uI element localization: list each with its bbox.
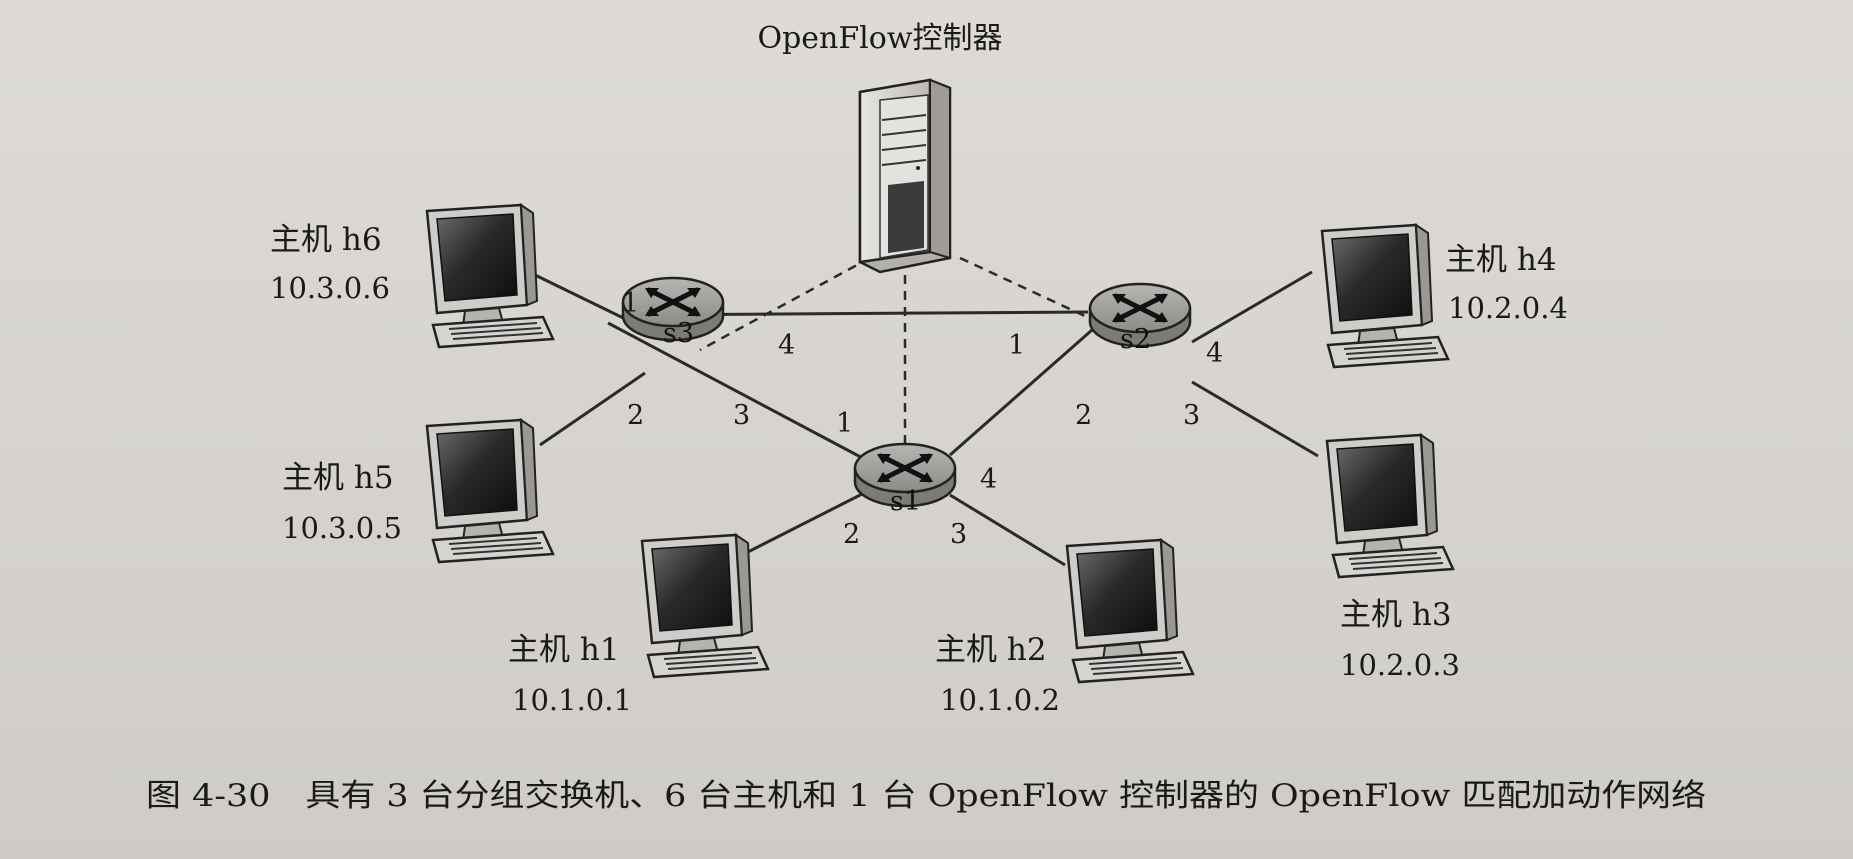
host-h2-ip: 10.1.0.2 xyxy=(940,683,1060,717)
s1-port-4: 4 xyxy=(980,464,997,495)
s3-port-1: 1 xyxy=(622,288,639,319)
s1-port-1: 1 xyxy=(836,408,853,439)
host-h2-name: 主机 h2 xyxy=(935,632,1047,668)
s1-port-2: 2 xyxy=(843,519,860,550)
link-h4-s2 xyxy=(1191,270,1313,344)
host-h1-computer-icon[interactable] xyxy=(640,533,770,679)
host-h5-name: 主机 h5 xyxy=(282,460,394,496)
host-h3-ip: 10.2.0.3 xyxy=(1340,648,1460,682)
host-h3-name: 主机 h3 xyxy=(1340,597,1452,633)
switch-s3-label: s3 xyxy=(663,318,694,349)
host-h5-computer-icon[interactable] xyxy=(425,418,555,564)
host-h4-ip: 10.2.0.4 xyxy=(1448,291,1568,325)
host-h6-computer-icon[interactable] xyxy=(425,203,555,349)
host-h6-ip: 10.3.0.6 xyxy=(270,271,390,305)
host-h3-computer-icon[interactable] xyxy=(1325,433,1455,579)
link-s3-s1 xyxy=(607,321,871,464)
openflow-controller-server-icon xyxy=(858,78,952,274)
host-h4-computer-icon[interactable] xyxy=(1320,223,1450,369)
figure-caption: 图 4-30 具有 3 台分组交换机、6 台主机和 1 台 OpenFlow 控… xyxy=(146,778,1706,814)
s2-port-3: 3 xyxy=(1183,400,1200,431)
host-h2-computer-icon[interactable] xyxy=(1065,538,1195,684)
s2-port-1: 1 xyxy=(1008,330,1025,361)
link-h5-s3 xyxy=(539,371,646,447)
s2-port-2: 2 xyxy=(1075,400,1092,431)
s3-port-3: 3 xyxy=(733,400,750,431)
links xyxy=(534,270,1319,567)
s3-port-2: 2 xyxy=(627,400,644,431)
s3-port-4: 4 xyxy=(778,330,795,361)
host-h1-name: 主机 h1 xyxy=(508,632,620,668)
host-h1-ip: 10.1.0.1 xyxy=(512,683,632,717)
control-link-s2 xyxy=(959,256,1116,332)
controller-label: OpenFlow控制器 xyxy=(757,21,1002,56)
host-h6-name: 主机 h6 xyxy=(270,222,382,258)
link-s2-s1 xyxy=(949,328,1093,457)
switch-s2-label: s2 xyxy=(1120,324,1151,355)
host-h5-ip: 10.3.0.5 xyxy=(282,511,402,545)
host-h4-name: 主机 h4 xyxy=(1445,242,1557,278)
link-h1-s1 xyxy=(739,488,871,558)
s1-port-3: 3 xyxy=(950,519,967,550)
link-h2-s1 xyxy=(949,493,1066,567)
s2-port-4: 4 xyxy=(1206,338,1223,369)
control-link-s3 xyxy=(699,256,871,352)
switch-s1-label: s1 xyxy=(890,486,921,517)
control-links xyxy=(699,256,1116,450)
link-h3-s2 xyxy=(1191,380,1319,458)
